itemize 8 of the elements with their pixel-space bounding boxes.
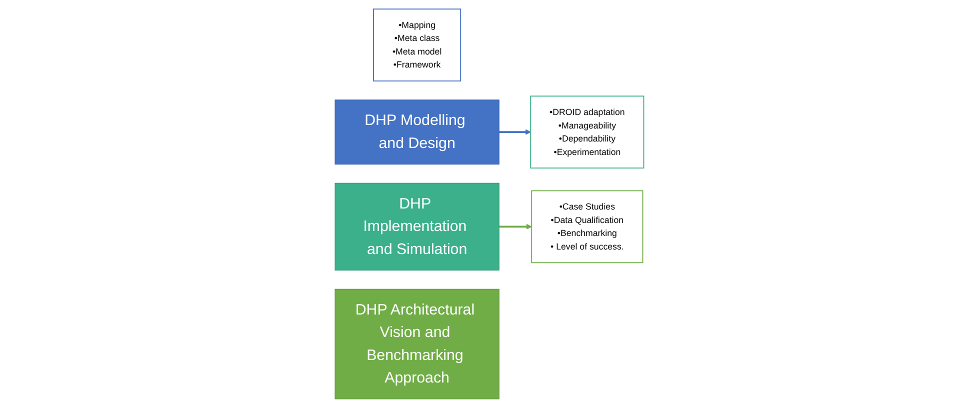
node-box: DHP Architectural Vision and Benchmarking Approach xyxy=(334,288,500,399)
node-box: •Mapping •Meta class •Meta model •Framework xyxy=(373,8,462,81)
node-box: DHP Modelling and Design xyxy=(334,99,500,164)
node-box: DHP Implementation and Simulation xyxy=(334,182,500,270)
node-box: •DROID adaptation •Manageability •Dependability •Experimentation xyxy=(530,95,644,168)
arrow xyxy=(499,223,532,229)
node-box: •Case Studies •Data Qualification •Benchmarking • Level of success. xyxy=(531,190,644,263)
arrow xyxy=(499,128,531,134)
